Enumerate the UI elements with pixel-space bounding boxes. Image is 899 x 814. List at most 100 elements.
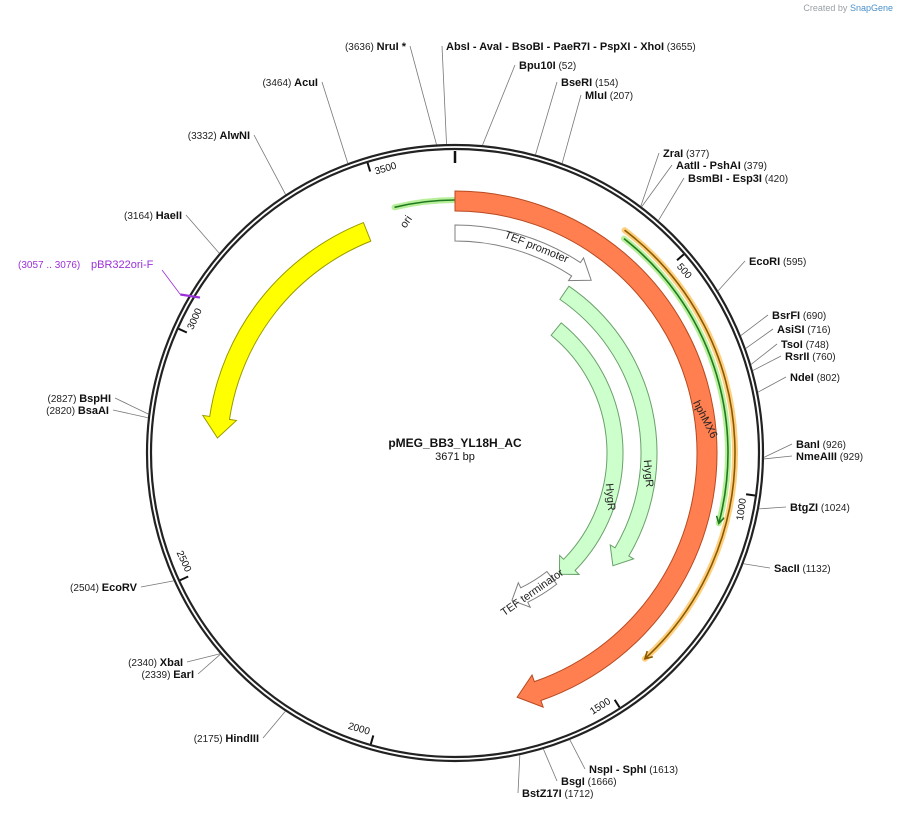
feature-hygr xyxy=(550,322,624,575)
enzyme-name: NmeAIII xyxy=(796,451,837,463)
site-position: (1613) xyxy=(646,765,678,776)
site-position: (3164) xyxy=(124,211,156,222)
site-nrui: (3636) NruI * xyxy=(345,41,437,145)
site-position: (748) xyxy=(803,340,829,351)
site-leader xyxy=(197,653,221,675)
site-leader xyxy=(561,94,582,164)
enzyme-name: BsmBI xyxy=(688,173,723,185)
site-label: BsmBI - Esp3I (420) xyxy=(688,173,788,185)
site-leader xyxy=(262,711,286,739)
feature-ori xyxy=(201,221,372,439)
enzyme-name: NruI * xyxy=(377,41,407,53)
site-position: (52) xyxy=(556,61,577,72)
site-aatii: AatII - PshAI (379) xyxy=(641,160,767,207)
site-leader xyxy=(482,64,516,146)
enzyme-name: AcuI xyxy=(294,77,318,89)
site-leader xyxy=(569,739,586,770)
site-position: (595) xyxy=(780,257,806,268)
site-position: (802) xyxy=(814,373,840,384)
site-label: (2175) HindIII xyxy=(194,733,259,745)
enzyme-name: - XhoI xyxy=(630,41,664,53)
site-position: (929) xyxy=(837,452,863,463)
site-label: NdeI (802) xyxy=(790,372,840,384)
site-leader xyxy=(641,164,673,207)
site-label: AsiSI (716) xyxy=(777,324,831,336)
site-position: (760) xyxy=(809,352,835,363)
site-label: BsrFI (690) xyxy=(772,310,826,322)
snapgene-logo: SnapGene xyxy=(849,3,893,13)
site-label: (2820) BsaAI xyxy=(46,405,109,417)
site-bsaai: (2820) BsaAI xyxy=(46,405,149,419)
site-bsrfi: BsrFI (690) xyxy=(740,310,826,336)
backbone-circle xyxy=(145,143,765,763)
feature-hphmx6 xyxy=(454,190,718,708)
enzyme-name: Bpu10I xyxy=(519,60,556,72)
site-leader xyxy=(321,81,349,164)
enzyme-name: RsrII xyxy=(785,351,809,363)
enzyme-name: BseRI xyxy=(561,77,592,89)
site-leader xyxy=(441,45,447,145)
site-leader xyxy=(140,580,174,588)
enzyme-name: - AvaI xyxy=(470,41,502,53)
enzyme-name: NspI xyxy=(589,764,613,776)
site-leader xyxy=(535,81,558,155)
site-leader xyxy=(114,397,149,415)
site-position: (1024) xyxy=(818,503,850,514)
enzyme-name: BanI xyxy=(796,439,820,451)
enzyme-name: - PspXI xyxy=(590,41,630,53)
enzyme-name: HindIII xyxy=(225,733,259,745)
site-label: (2504) EcoRV xyxy=(70,582,138,594)
primer-mark xyxy=(180,293,201,299)
site-label: BtgZI (1024) xyxy=(790,502,850,514)
site-label: RsrII (760) xyxy=(785,351,836,363)
enzyme-name: NdeI xyxy=(790,372,814,384)
tick-mark xyxy=(178,327,188,334)
site-leader xyxy=(763,443,793,458)
enzyme-name: BsgI xyxy=(561,776,585,788)
bar-head xyxy=(715,515,725,525)
backbone-outer xyxy=(145,143,765,763)
bar-line xyxy=(623,237,729,524)
site-leader xyxy=(185,214,220,254)
enzyme-name: AatII xyxy=(676,160,700,172)
primer-position: (3057 .. 3076) xyxy=(18,260,80,271)
site-label: MluI (207) xyxy=(585,90,633,102)
site-bsphi: (2827) BspHI xyxy=(48,393,149,415)
feature-tef-terminator xyxy=(511,570,558,609)
feature-label: HygR xyxy=(641,459,655,488)
enzyme-name: EarI xyxy=(173,669,194,681)
plasmid-length: 3671 bp xyxy=(435,451,475,463)
site-label: Bpu10I (52) xyxy=(519,60,576,72)
site-leader xyxy=(743,563,771,569)
site-position: (420) xyxy=(762,174,788,185)
site-position: (2340) xyxy=(128,658,160,669)
site-label: AatII - PshAI (379) xyxy=(676,160,767,172)
site-leader xyxy=(517,755,521,794)
tick-label: 3000 xyxy=(186,306,205,331)
feature-label: ori xyxy=(398,214,415,231)
enzyme-name: BsrFI xyxy=(772,310,800,322)
primer-leader xyxy=(161,269,181,295)
site-mlui: MluI (207) xyxy=(561,90,633,164)
site-label: (2340) XbaI xyxy=(128,657,183,669)
enzyme-name: - PaeR7I xyxy=(544,41,590,53)
site-position: (2175) xyxy=(194,734,226,745)
snapgene-credit: Created by SnapGene xyxy=(803,3,893,13)
enzyme-name: XbaI xyxy=(160,657,183,669)
site-asisi: AsiSI (716) xyxy=(745,324,831,349)
site-leader xyxy=(763,455,793,460)
site-position: (3636) xyxy=(345,42,377,53)
site-label: (3636) NruI * xyxy=(345,41,407,53)
site-nmeaiii: NmeAIII (929) xyxy=(763,451,863,463)
site-label: BseRI (154) xyxy=(561,77,618,89)
site-bseri: BseRI (154) xyxy=(535,77,618,155)
tick-label: 3500 xyxy=(374,160,399,177)
enzyme-name: MluI xyxy=(585,90,607,102)
site-label: BanI (926) xyxy=(796,439,846,451)
tick-mark xyxy=(179,575,189,582)
enzyme-name: HaeII xyxy=(156,210,182,222)
enzyme-name: BtgZI xyxy=(790,502,818,514)
site-ndei: NdeI (802) xyxy=(757,372,840,393)
site-zrai: ZraI (377) xyxy=(640,148,709,207)
